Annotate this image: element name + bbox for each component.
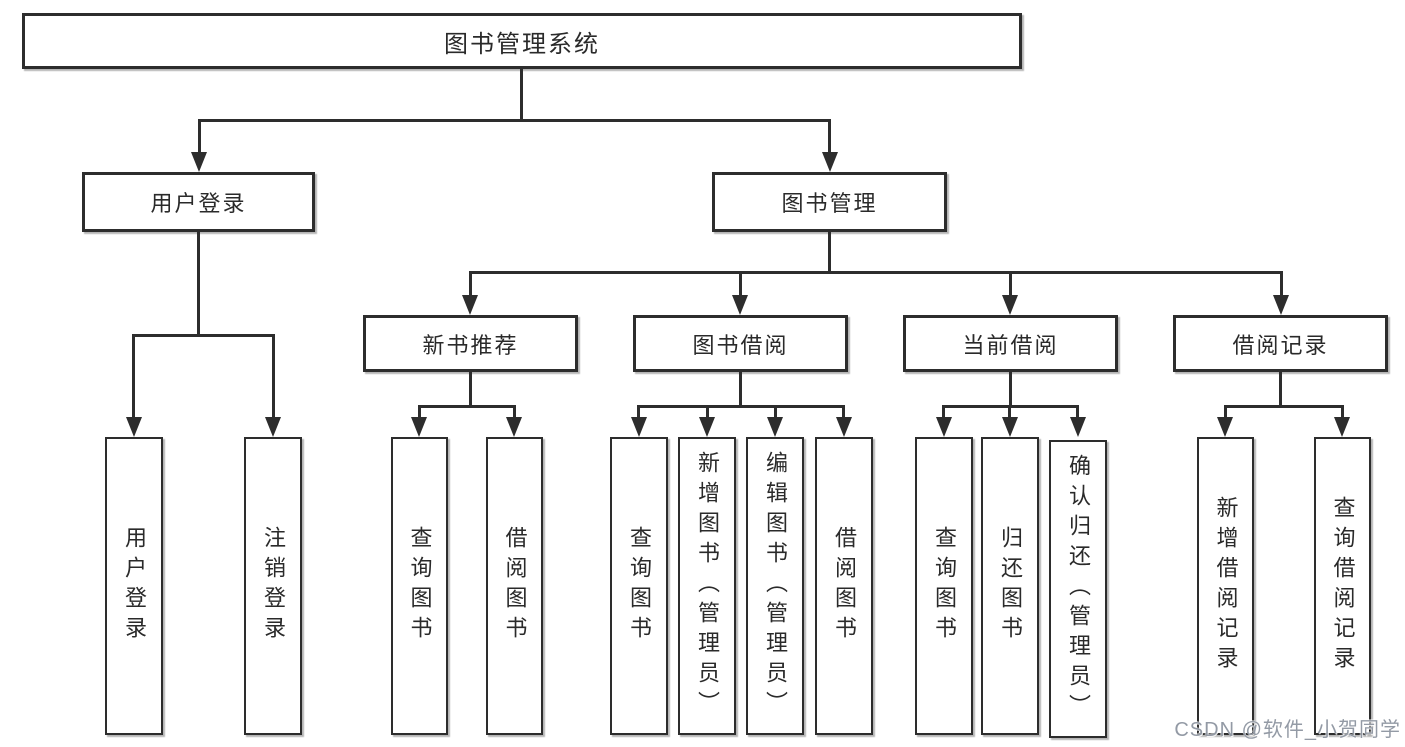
connector-bb-query-stem (637, 407, 640, 418)
node-borrow-records-label: 借阅记录 (1232, 332, 1329, 358)
node-user-login: 用户登录 (82, 172, 315, 232)
connector-new-book-stem (469, 273, 472, 296)
connector-user-login-vline (197, 232, 200, 336)
connector-new-book-hline (418, 405, 516, 408)
arrow-to-current (1002, 295, 1018, 315)
connector-nb-query-stem (418, 407, 421, 418)
leaf-user-login-label: 用户登录 (122, 526, 147, 646)
leaf-br-add-record-label: 新增借阅记录 (1213, 496, 1239, 676)
arrow-to-nb-query (411, 417, 427, 437)
leaf-br-query-record-label: 查询借阅记录 (1330, 496, 1356, 676)
leaf-cb-return-book: 归还图书 (981, 437, 1039, 735)
arrow-to-leaf-login (126, 417, 142, 437)
arrow-to-bb-edit (767, 417, 783, 437)
leaf-bb-add-book-admin: 新增图书（管理员） (678, 437, 736, 735)
arrow-to-cb-query (936, 417, 952, 437)
leaf-logout-label: 注销登录 (261, 526, 286, 646)
connector-cb-confirm-stem (1076, 407, 1079, 418)
leaf-cb-return-book-label: 归还图书 (998, 526, 1023, 646)
leaf-nb-borrow-books-label: 借阅图书 (502, 526, 528, 646)
connector-br-add-stem (1224, 407, 1227, 418)
leaf-cb-confirm-return-admin-label: 确认归还（管理员） (1066, 454, 1091, 724)
leaf-bb-borrow-books: 借阅图书 (815, 437, 873, 735)
arrow-to-nb-borrow (506, 417, 522, 437)
leaf-bb-add-book-admin-label: 新增图书（管理员） (695, 451, 720, 721)
node-user-login-label: 用户登录 (150, 191, 247, 216)
node-new-book-recommend: 新书推荐 (363, 315, 578, 372)
connector-leaf-logout-stem (272, 336, 275, 418)
arrow-to-cb-return (1002, 417, 1018, 437)
arrow-to-cb-confirm (1070, 417, 1086, 437)
connector-root-hline (198, 119, 831, 122)
connector-current-hline (942, 405, 1079, 408)
leaf-user-login: 用户登录 (105, 437, 163, 735)
connector-root-vline (520, 69, 523, 121)
connector-cb-query-stem (942, 407, 945, 418)
node-borrow-records: 借阅记录 (1173, 315, 1388, 372)
arrow-to-leaf-logout (265, 417, 281, 437)
arrow-to-user-login (191, 152, 207, 172)
node-current-borrow: 当前借阅 (903, 315, 1118, 372)
leaf-br-query-record: 查询借阅记录 (1314, 437, 1371, 735)
connector-cb-return-stem (1008, 407, 1011, 418)
arrow-to-borrow (732, 295, 748, 315)
node-root: 图书管理系统 (22, 13, 1022, 69)
connector-leaf-login-stem (132, 336, 135, 418)
connector-current-vline (1009, 372, 1012, 407)
connector-current-stem (1009, 273, 1012, 296)
arrow-to-bb-borrow (836, 417, 852, 437)
arrow-to-bb-add (699, 417, 715, 437)
node-book-borrow: 图书借阅 (633, 315, 848, 372)
arrow-to-bb-query (631, 417, 647, 437)
leaf-bb-query-books: 查询图书 (610, 437, 668, 735)
arrow-to-br-add (1217, 417, 1233, 437)
leaf-bb-borrow-books-label: 借阅图书 (832, 526, 857, 646)
leaf-nb-query-books-label: 查询图书 (407, 526, 433, 646)
connector-records-vline (1279, 372, 1282, 407)
arrow-to-book-mgmt (822, 152, 838, 172)
node-book-management-label: 图书管理 (781, 191, 878, 216)
connector-bb-add-stem (706, 407, 709, 418)
leaf-bb-query-books-label: 查询图书 (627, 526, 652, 646)
connector-borrow-stem (739, 273, 742, 296)
connector-records-stem (1280, 273, 1283, 296)
connector-user-login-hline (132, 334, 275, 337)
connector-borrow-vline (739, 372, 742, 407)
leaf-cb-confirm-return-admin: 确认归还（管理员） (1049, 440, 1107, 738)
leaf-nb-query-books: 查询图书 (391, 437, 448, 735)
connector-br-query-stem (1341, 407, 1344, 418)
connector-nb-borrow-stem (513, 407, 516, 418)
connector-book-mgmt-vline (828, 232, 831, 273)
connector-book-mgmt-hline (469, 271, 1283, 274)
leaf-bb-edit-book-admin: 编辑图书（管理员） (746, 437, 804, 735)
connector-new-book-vline (469, 372, 472, 407)
node-book-management: 图书管理 (712, 172, 947, 232)
node-root-label: 图书管理系统 (444, 30, 600, 58)
leaf-cb-query-books-label: 查询图书 (932, 526, 957, 646)
arrow-to-br-query (1334, 417, 1350, 437)
connector-user-login-stem (198, 121, 201, 153)
node-book-borrow-label: 图书借阅 (692, 332, 789, 358)
leaf-br-add-record: 新增借阅记录 (1197, 437, 1254, 735)
connector-bb-borrow-stem (842, 407, 845, 418)
arrow-to-records (1273, 295, 1289, 315)
leaf-logout: 注销登录 (244, 437, 302, 735)
csdn-watermark: CSDN @软件_小贺同学 (1174, 719, 1401, 741)
node-current-borrow-label: 当前借阅 (962, 332, 1059, 358)
arrow-to-new-book (462, 295, 478, 315)
connector-records-hline (1224, 405, 1344, 408)
connector-bb-edit-stem (774, 407, 777, 418)
connector-borrow-hline (637, 405, 845, 408)
leaf-nb-borrow-books: 借阅图书 (486, 437, 543, 735)
connector-book-mgmt-stem (828, 121, 831, 153)
leaf-cb-query-books: 查询图书 (915, 437, 973, 735)
leaf-bb-edit-book-admin-label: 编辑图书（管理员） (763, 451, 788, 721)
node-new-book-recommend-label: 新书推荐 (422, 332, 519, 358)
